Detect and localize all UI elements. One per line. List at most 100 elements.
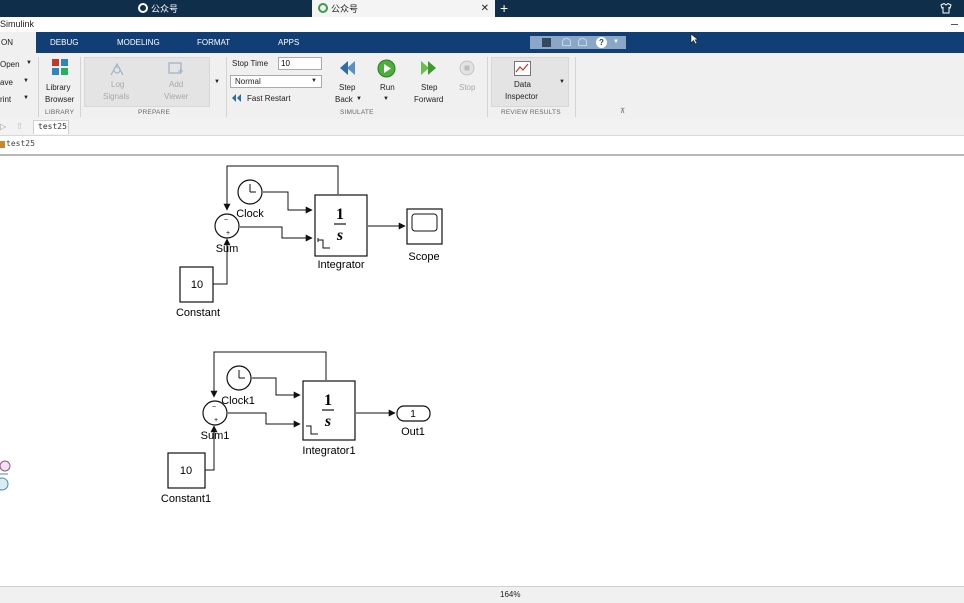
run-icon — [377, 59, 396, 78]
stop-button[interactable]: Stop — [459, 83, 476, 92]
shirt-icon[interactable] — [940, 3, 952, 14]
save-button[interactable]: ave — [0, 78, 13, 87]
data-inspector-label-1[interactable]: Data — [514, 80, 531, 89]
sum-block[interactable] — [202, 400, 228, 426]
section-label-simulate: SIMULATE — [340, 109, 374, 116]
sum-block[interactable] — [214, 213, 240, 239]
fast-restart-icon — [232, 94, 241, 102]
sum-sign-minus: − — [212, 404, 216, 411]
sum-label: Sum — [216, 243, 239, 255]
minimize-icon[interactable] — [951, 24, 958, 25]
integrator-numerator: 1 — [324, 392, 332, 409]
fast-restart-toggle[interactable]: Fast Restart — [247, 94, 291, 103]
constant-block[interactable] — [179, 266, 214, 303]
stop-time-label: Stop Time — [232, 59, 269, 68]
chevron-down-icon: ▼ — [311, 78, 317, 84]
browser-tab-label: 公众号 — [151, 4, 179, 14]
constant-label: Constant — [176, 307, 220, 319]
undo-icon[interactable] — [562, 38, 571, 46]
new-tab-button[interactable]: + — [500, 0, 509, 16]
tab-apps[interactable]: APPS — [278, 38, 300, 47]
log-signals-label-2[interactable]: Signals — [103, 92, 130, 101]
outport-label: Out1 — [401, 426, 425, 438]
divider — [38, 57, 39, 117]
divider — [487, 57, 488, 117]
step-forward-label-2[interactable]: Forward — [414, 95, 444, 104]
section-label-prepare: PREPARE — [138, 109, 170, 116]
nav-back-icon[interactable]: ▷ — [0, 122, 7, 131]
tab-simulation[interactable]: ON — [0, 32, 36, 53]
help-icon[interactable]: ? — [596, 37, 607, 48]
reset-port-icon — [318, 239, 330, 249]
browser-tab-active[interactable]: 公众号 ✕ — [312, 0, 495, 17]
model-canvas[interactable]: 1 s 1 s − + − + 10 10 1 Clock Sum Integr… — [0, 156, 964, 586]
library-browser-button[interactable]: Library Browser — [42, 56, 78, 106]
sum-output-line — [240, 226, 313, 242]
close-tab-icon[interactable]: ✕ — [480, 3, 489, 14]
add-viewer-label-1[interactable]: Add — [169, 80, 184, 89]
model-tab-label: test25 — [38, 122, 67, 131]
add-viewer-icon — [168, 62, 183, 74]
quick-access-toolbar: ? ▼ — [530, 36, 626, 49]
outport-number: 1 — [410, 409, 416, 420]
step-forward-label-1[interactable]: Step — [421, 83, 438, 92]
sum-sign-minus: − — [224, 217, 228, 224]
save-icon[interactable] — [542, 38, 551, 47]
sum-label: Sum1 — [201, 430, 230, 442]
tab-debug[interactable]: DEBUG — [50, 38, 79, 47]
library-label-1: Library — [46, 83, 71, 92]
chevron-down-icon[interactable]: ▼ — [23, 95, 29, 101]
zoom-level: 164% — [500, 590, 521, 599]
collapse-toolstrip-icon[interactable]: ⊼ — [620, 108, 626, 115]
chevron-down-icon[interactable]: ▼ — [23, 78, 29, 84]
chevron-down-icon[interactable]: ▼ — [356, 96, 362, 102]
browser-tab[interactable]: 公众号 — [138, 0, 288, 17]
constant-line — [205, 425, 218, 471]
divider — [575, 57, 576, 117]
step-back-label-1[interactable]: Step — [339, 83, 356, 92]
open-button[interactable]: Open — [0, 60, 20, 69]
cursor-icon — [690, 33, 699, 45]
constant-block[interactable] — [167, 452, 206, 489]
simulation-mode-select[interactable]: Normal ▼ — [230, 75, 322, 88]
chevron-down-icon[interactable]: ▼ — [383, 96, 389, 102]
tab-format[interactable]: FORMAT — [197, 38, 231, 47]
prepare-gallery — [84, 57, 210, 107]
gallery-expand-icon[interactable]: ▼ — [559, 79, 565, 85]
window-title-bar: Simulink — [0, 17, 964, 32]
outport-block[interactable] — [396, 405, 431, 422]
wechat-icon — [138, 3, 148, 13]
constant-value: 10 — [180, 465, 192, 477]
clock-line — [263, 191, 313, 214]
wechat-icon — [318, 3, 328, 13]
clock-icon — [238, 370, 245, 379]
scope-label: Scope — [408, 251, 439, 263]
redo-icon[interactable] — [578, 38, 587, 46]
feedback-line — [223, 165, 339, 211]
step-back-label-2[interactable]: Back — [335, 95, 353, 104]
up-arrow-icon[interactable]: ⇧ — [16, 121, 24, 131]
run-button[interactable]: Run — [380, 83, 395, 92]
integrator-numerator: 1 — [336, 206, 344, 223]
stop-time-input[interactable] — [278, 57, 322, 70]
partial-block-icon[interactable] — [0, 460, 11, 491]
simulation-mode-value: Normal — [235, 77, 261, 86]
data-inspector-label-2[interactable]: Inspector — [505, 92, 538, 101]
chevron-down-icon[interactable]: ▼ — [26, 60, 32, 66]
browser-tab-partial[interactable] — [0, 0, 6, 17]
add-viewer-label-2[interactable]: Viewer — [164, 92, 189, 101]
integrator-denominator: s — [324, 413, 331, 430]
breadcrumb[interactable]: test25 — [6, 139, 35, 148]
tab-modeling[interactable]: MODELING — [117, 38, 160, 47]
chevron-down-icon[interactable]: ▼ — [613, 39, 619, 45]
print-button[interactable]: rint — [0, 95, 12, 104]
toolstrip-tab-row: ON DEBUG MODELING FORMAT APPS ? ▼ — [0, 32, 964, 53]
library-label-2: Browser — [45, 95, 75, 104]
gallery-expand-icon[interactable]: ▼ — [214, 79, 220, 85]
log-signals-icon — [110, 62, 124, 76]
integrator-block[interactable] — [314, 194, 368, 257]
log-signals-label-1[interactable]: Log — [111, 80, 125, 89]
sum-output-line — [228, 412, 301, 428]
model-tab[interactable]: test25 — [33, 120, 69, 134]
status-bar: 164% — [0, 586, 964, 603]
